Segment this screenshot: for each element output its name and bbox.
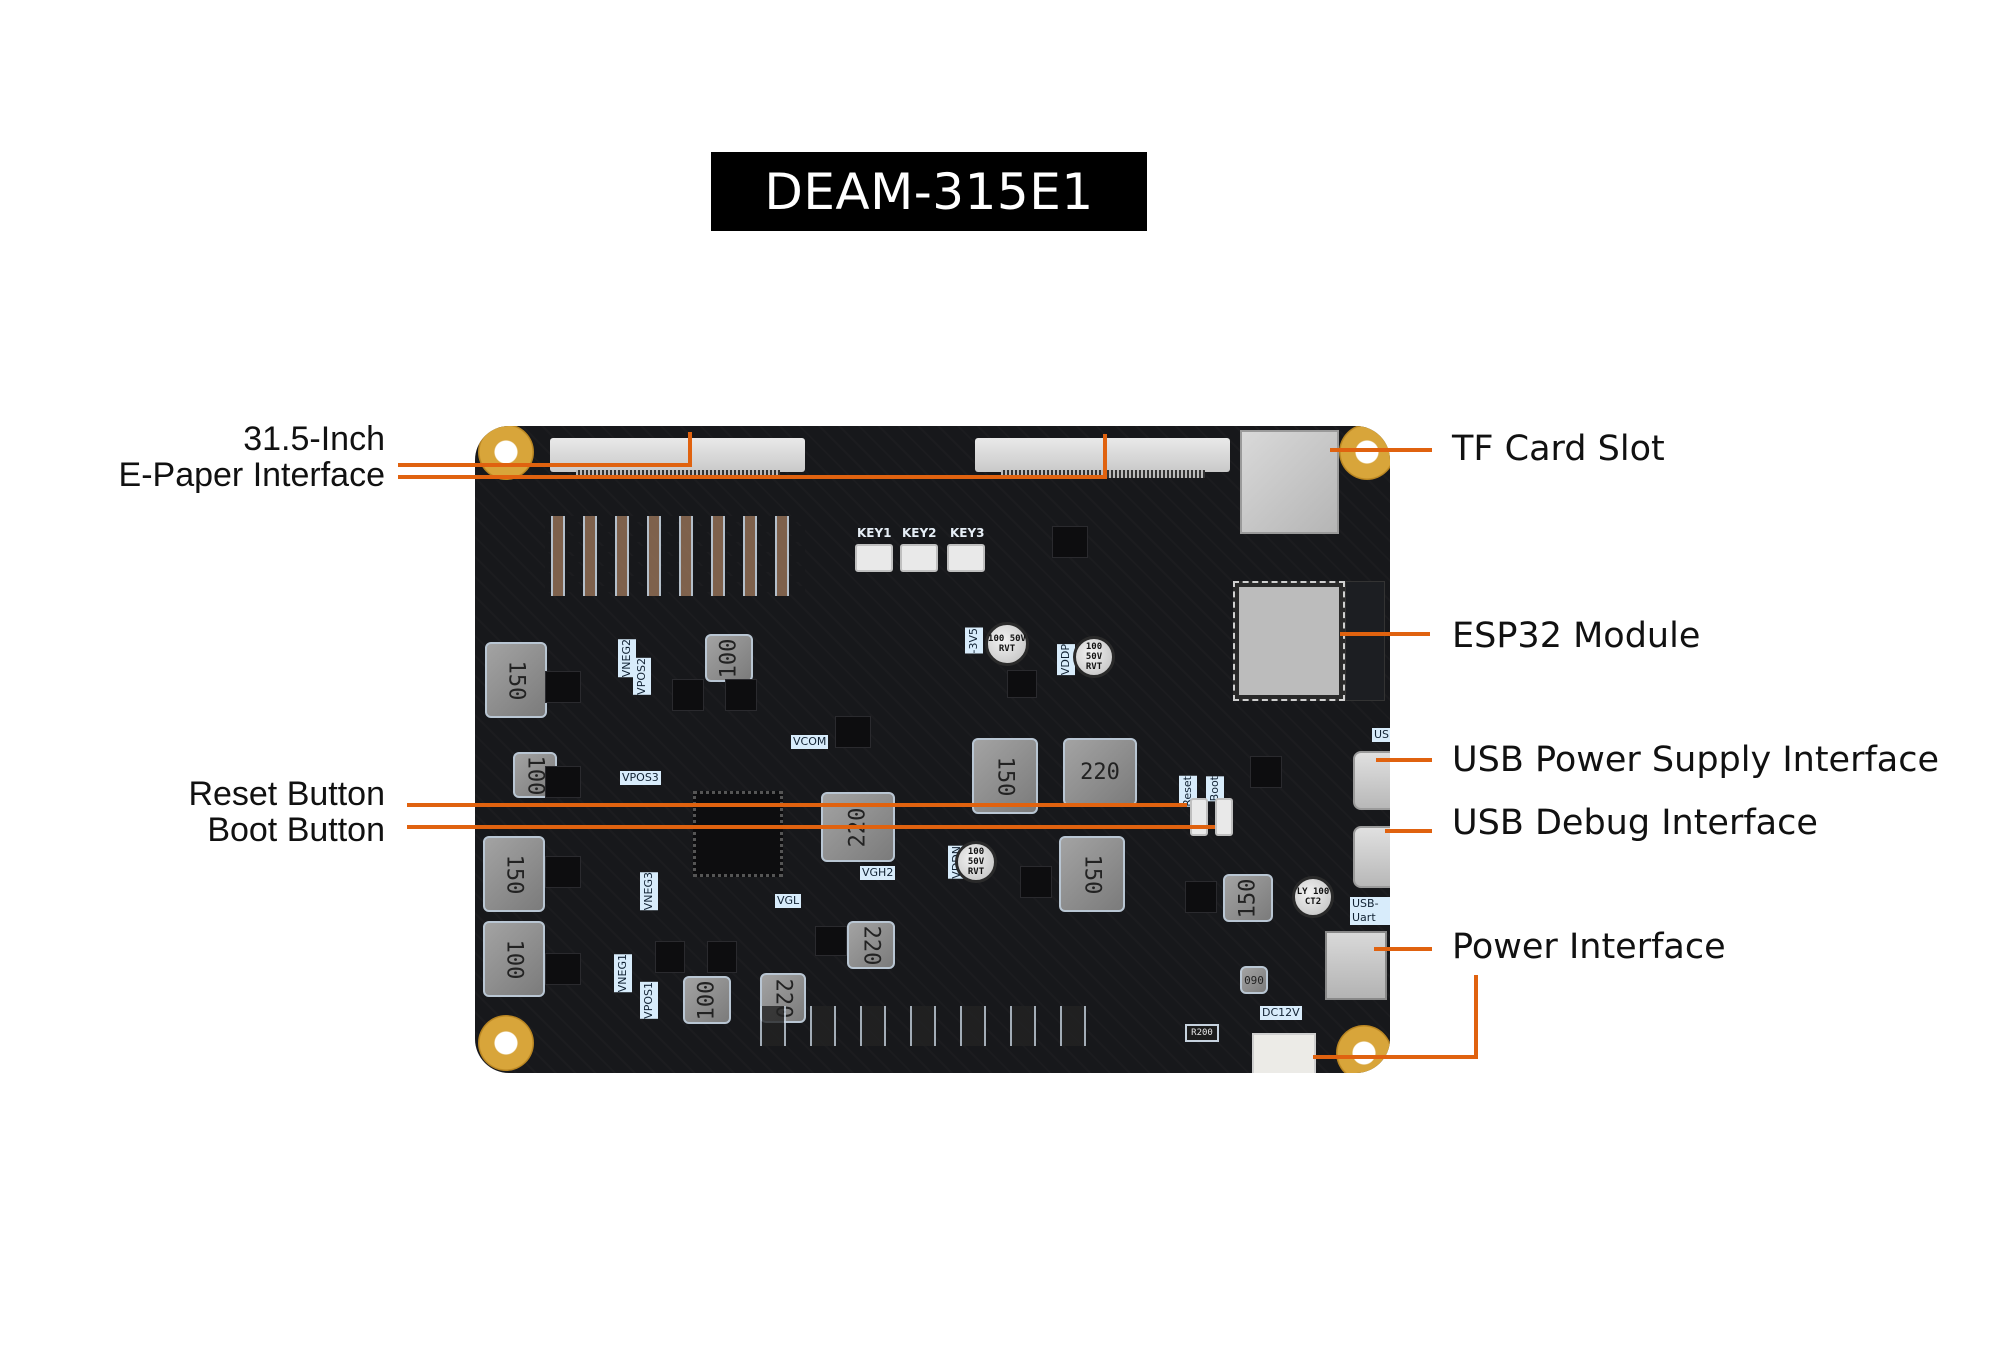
ic-chip — [545, 766, 581, 798]
ic-chip — [545, 671, 581, 703]
key2-label: KEY2 — [902, 526, 937, 540]
inductor: 150 — [483, 836, 545, 912]
inductor-090: 090 — [1240, 966, 1268, 994]
electrolytic-capacitor: 100 50V RVT — [955, 841, 997, 883]
passive-components-row — [750, 1006, 1090, 1046]
reset-button[interactable] — [1190, 798, 1208, 836]
callout-tf-card-slot: TF Card Slot — [1452, 429, 1665, 469]
ic-chip — [707, 941, 737, 973]
ic-chip — [545, 856, 581, 888]
inductor: 100 — [483, 921, 545, 997]
silk-vpos2: VPOS2 — [633, 658, 651, 695]
callout-power-interface: Power Interface — [1452, 927, 1726, 967]
ic-chip — [655, 941, 685, 973]
silk-usb: USB — [1372, 728, 1390, 742]
mounting-hole-top-left — [478, 426, 534, 480]
ic-chip — [545, 953, 581, 985]
silk-vgl: VGL — [775, 894, 802, 908]
callout-epaper-interface: 31.5-Inch E-Paper Interface — [118, 420, 385, 494]
inductor: 150 — [485, 642, 547, 718]
silk-vpos3: VPOS3 — [620, 771, 661, 785]
silk-usb-uart: USB-Uart — [1350, 897, 1390, 925]
electrolytic-capacitor: 100 50V RVT — [1073, 636, 1115, 678]
resistor-r200: R200 — [1185, 1024, 1219, 1042]
main-controller-ic — [693, 791, 783, 877]
inductor: 150 — [972, 738, 1038, 814]
silk-neg3v5: -3V5 — [965, 628, 983, 654]
esp32-antenna — [1345, 581, 1385, 701]
ic-chip — [1052, 526, 1088, 558]
key3-button[interactable] — [947, 544, 985, 572]
ic-chip — [725, 679, 757, 711]
ic-chip — [1020, 866, 1052, 898]
ic-chip — [1007, 670, 1037, 698]
inductor: 220 — [821, 792, 895, 862]
boot-button[interactable] — [1215, 798, 1233, 836]
inductor: 150 — [1059, 836, 1125, 912]
usb-debug-port — [1353, 826, 1390, 888]
ic-chip — [672, 679, 704, 711]
electrolytic-capacitor: 100 50V RVT — [985, 622, 1029, 666]
capacitor-array — [545, 516, 805, 596]
key2-button[interactable] — [900, 544, 938, 572]
key3-label: KEY3 — [950, 526, 985, 540]
epaper-connector-1 — [550, 438, 805, 478]
mounting-hole-top-right — [1339, 426, 1390, 480]
inductor: 150 — [1223, 874, 1273, 922]
product-title: DEAM-315E1 — [764, 162, 1094, 221]
product-title-banner: DEAM-315E1 — [711, 152, 1147, 231]
dc12v-jst-connector — [1252, 1033, 1316, 1073]
inductor: 100 — [683, 976, 731, 1024]
tf-card-slot — [1240, 430, 1339, 534]
pcb-board: KEY1 KEY2 KEY3 -3V5 VDDP VNEG2 VPOS2 VPO… — [475, 426, 1390, 1073]
silk-vneg3: VNEG3 — [640, 872, 658, 911]
key1-button[interactable] — [855, 544, 893, 572]
callout-reset-button: Reset Button — [188, 775, 385, 813]
inductor: 220 — [847, 921, 895, 969]
callout-boot-button: Boot Button — [207, 811, 385, 849]
key1-label: KEY1 — [857, 526, 892, 540]
epaper-connector-2 — [975, 438, 1230, 478]
callout-esp32-module: ESP32 Module — [1452, 616, 1701, 656]
silk-vgh2: VGH2 — [860, 866, 896, 880]
ic-chip — [1185, 881, 1217, 913]
silk-vpos1: VPOS1 — [640, 982, 658, 1019]
ic-chip — [835, 716, 871, 748]
silk-dc12v: DC12V — [1260, 1006, 1302, 1020]
electrolytic-capacitor: LY 100 CT2 — [1292, 876, 1334, 918]
mounting-hole-bottom-right — [1336, 1025, 1390, 1073]
dc-power-jack — [1325, 931, 1387, 1000]
silk-vcom: VCOM — [791, 735, 829, 749]
inductor: 220 — [1063, 738, 1137, 806]
callout-usb-power-supply-interface: USB Power Supply Interface — [1452, 740, 1940, 780]
callout-usb-debug-interface: USB Debug Interface — [1452, 803, 1818, 843]
inductor: 100 — [705, 634, 753, 682]
ic-chip — [815, 926, 847, 956]
usb-power-port — [1353, 751, 1390, 810]
silk-vneg1: VNEG1 — [614, 954, 632, 993]
mounting-hole-bottom-left — [478, 1015, 534, 1071]
esp32-module — [1233, 581, 1345, 701]
ic-chip — [1250, 756, 1282, 788]
